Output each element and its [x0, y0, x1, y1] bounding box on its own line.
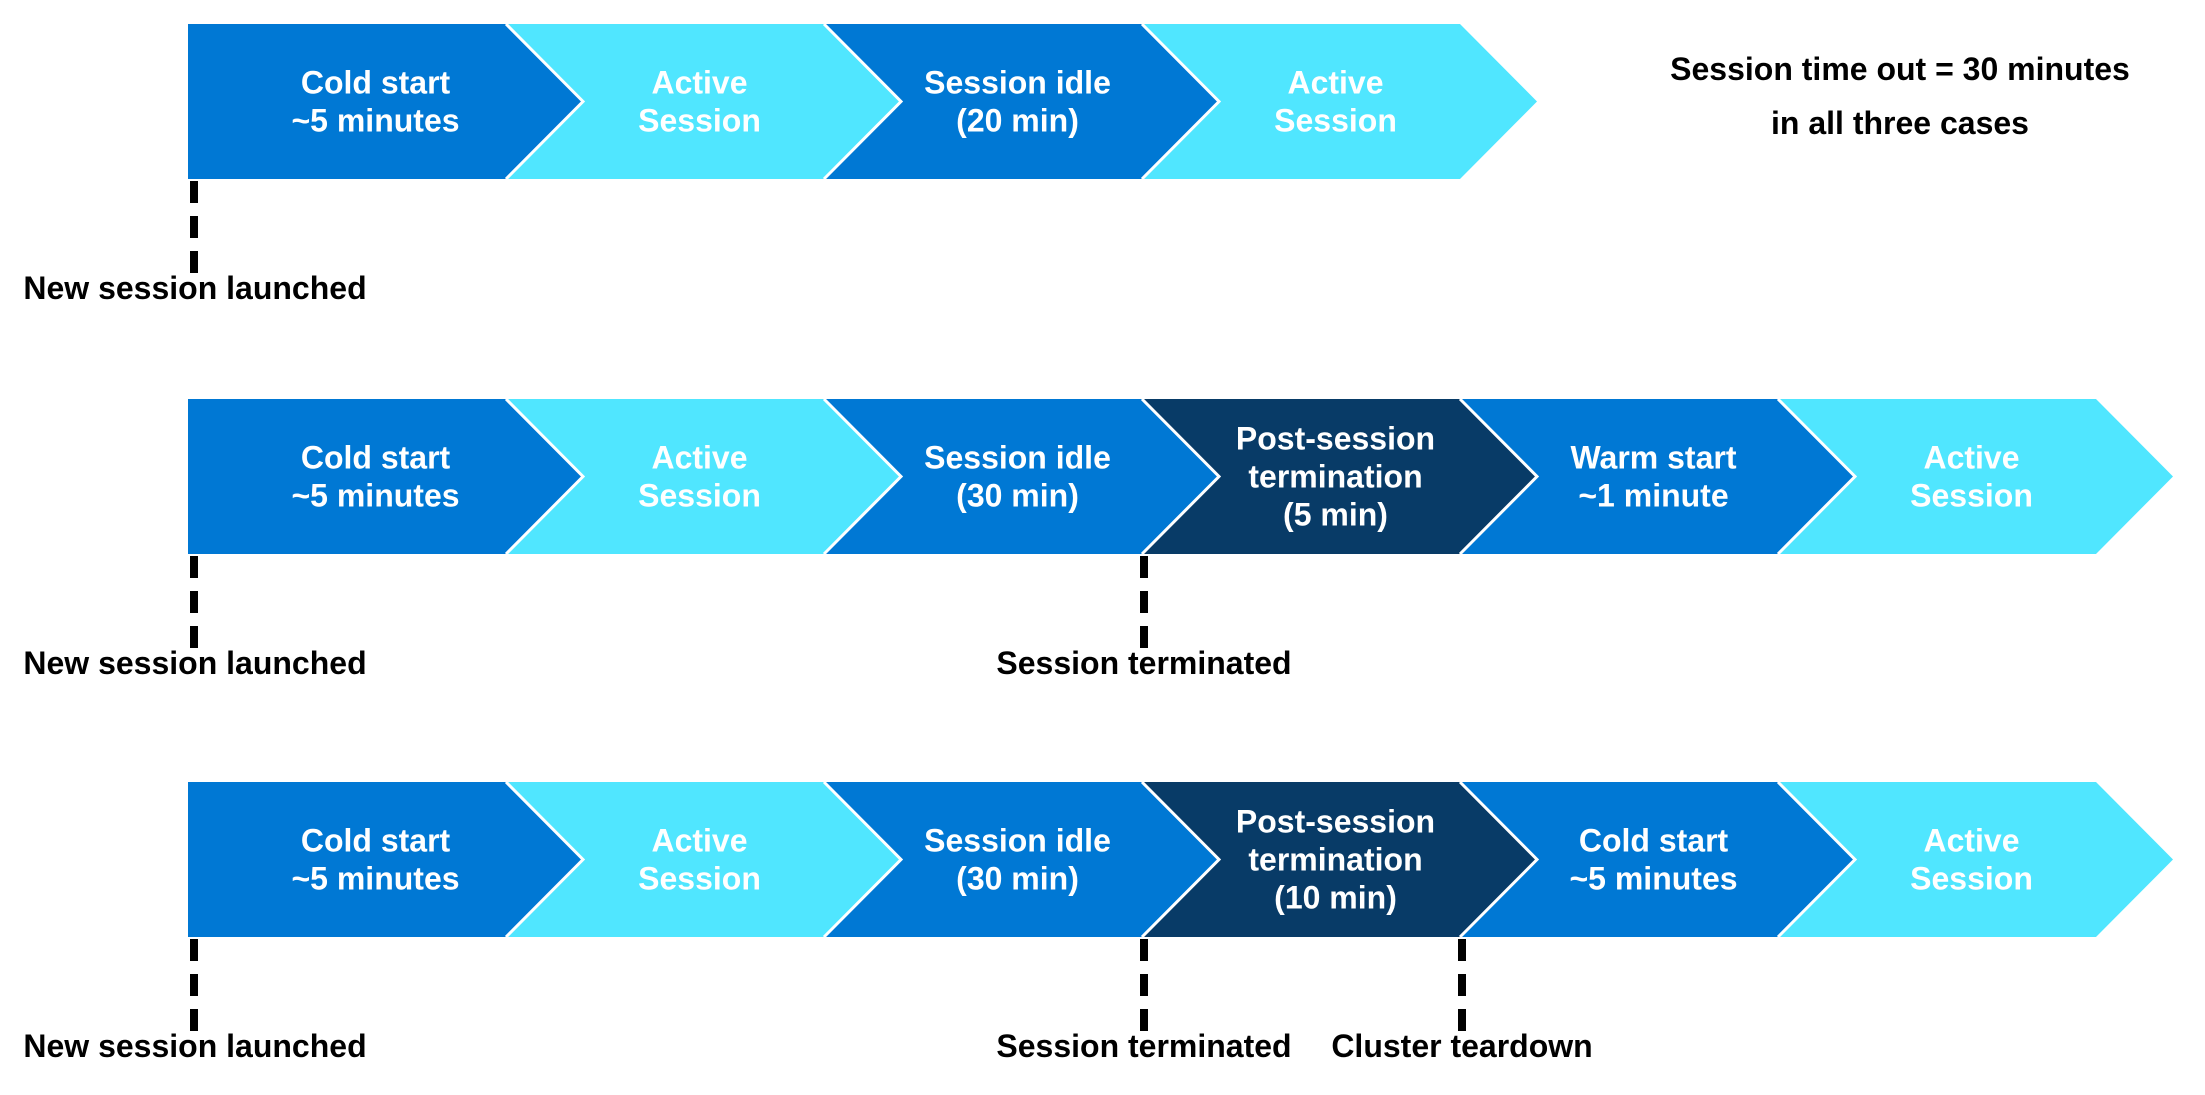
segment-separator [1140, 22, 1222, 181]
event-marker-label: Session terminated [996, 1028, 1291, 1064]
segment-separator [1776, 780, 1858, 939]
segment-separator [1458, 397, 1540, 556]
segment-chevron [506, 24, 901, 179]
segment-separator [504, 22, 586, 181]
segment-label: ~1 minute [1578, 478, 1728, 514]
segment-chevron [188, 399, 583, 554]
segment-label: (20 min) [956, 103, 1079, 139]
segment-label: Cold start [301, 65, 451, 101]
event-marker-label: New session launched [23, 645, 366, 681]
session-timeout-note: Session time out = 30 minutes in all thr… [1670, 51, 2130, 141]
segment-label: (30 min) [956, 478, 1079, 514]
segment-label: ~5 minutes [291, 478, 459, 514]
segment-label: Warm start [1571, 440, 1737, 476]
segment-chevron [1460, 399, 1855, 554]
event-marker-label: New session launched [23, 1028, 366, 1064]
segment-label: Cold start [301, 823, 451, 859]
segment-label: Session [1910, 478, 2033, 514]
segment-label: Session [638, 861, 761, 897]
segment-chevron [824, 24, 1219, 179]
segment-label: Active [651, 440, 747, 476]
segment-label: Session idle [924, 440, 1111, 476]
segment-label: termination [1248, 842, 1422, 878]
segment-label: termination [1248, 459, 1422, 495]
timeline-segment: Session idle(30 min) [822, 780, 1219, 939]
segment-label: ~5 minutes [1569, 861, 1737, 897]
segment-label: Active [651, 65, 747, 101]
timeline-segment: Warm start~1 minute [1458, 397, 1855, 556]
event-marker-label: Cluster teardown [1331, 1028, 1592, 1064]
segment-chevron [1142, 399, 1537, 554]
segment-label: (30 min) [956, 861, 1079, 897]
segment-label: Cold start [301, 440, 451, 476]
segment-label: ~5 minutes [291, 103, 459, 139]
segment-chevron [1142, 782, 1537, 937]
segment-chevron [188, 782, 583, 937]
segment-separator [822, 397, 904, 556]
segment-label: Active [1923, 440, 2019, 476]
segment-separator [504, 780, 586, 939]
segment-label: Post-session [1236, 421, 1435, 457]
segment-label: (10 min) [1274, 880, 1397, 916]
event-marker-label: Session terminated [996, 645, 1291, 681]
segment-label: Session [638, 478, 761, 514]
segment-separator [1458, 780, 1540, 939]
segment-chevron [506, 399, 901, 554]
segment-separator [1140, 397, 1222, 556]
segment-separator [822, 22, 904, 181]
segment-label: ~5 minutes [291, 861, 459, 897]
segment-chevron [824, 782, 1219, 937]
segment-label: Active [651, 823, 747, 859]
segment-label: Active [1923, 823, 2019, 859]
segment-chevron [506, 782, 901, 937]
timeline-segment: Session idle(30 min) [822, 397, 1219, 556]
segment-chevron [188, 24, 583, 179]
timeline-row: Cold start~5 minutesActiveSessionSession… [23, 780, 2173, 1064]
segment-label: Session idle [924, 823, 1111, 859]
segment-label: Active [1287, 65, 1383, 101]
timeline-segment: Cold start~5 minutes [188, 782, 583, 937]
segment-label: (5 min) [1283, 497, 1388, 533]
event-marker-label: New session launched [23, 270, 366, 306]
segment-label: Session [1910, 861, 2033, 897]
segment-chevron [1142, 24, 1537, 179]
segment-label: Post-session [1236, 804, 1435, 840]
note-line-2: in all three cases [1771, 105, 2029, 141]
segment-chevron [1778, 399, 2173, 554]
segment-label: Session idle [924, 65, 1111, 101]
timeline-segment: Cold start~5 minutes [188, 24, 583, 179]
segment-label: Session [1274, 103, 1397, 139]
note-line-1: Session time out = 30 minutes [1670, 51, 2130, 87]
segment-chevron [824, 399, 1219, 554]
segment-chevron [1460, 782, 1855, 937]
segment-chevron [1778, 782, 2173, 937]
timeline-segment: Session idle(20 min) [822, 22, 1219, 181]
segment-label: Cold start [1579, 823, 1729, 859]
timeline-segment: Cold start~5 minutes [1458, 780, 1855, 939]
segment-separator [1776, 397, 1858, 556]
timeline-row: Cold start~5 minutesActiveSessionSession… [23, 22, 1537, 306]
segment-separator [1140, 780, 1222, 939]
segment-separator [504, 397, 586, 556]
timeline-segment: Cold start~5 minutes [188, 399, 583, 554]
timeline-row: Cold start~5 minutesActiveSessionSession… [23, 397, 2173, 681]
segment-label: Session [638, 103, 761, 139]
segment-separator [822, 780, 904, 939]
